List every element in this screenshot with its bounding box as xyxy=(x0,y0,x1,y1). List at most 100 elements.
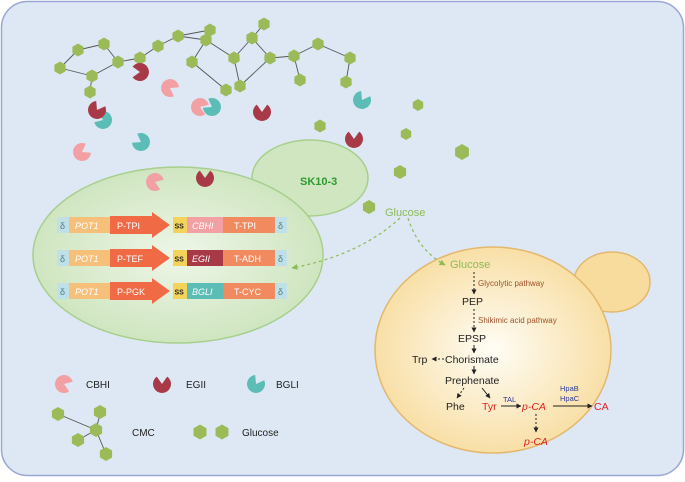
strain-label: SK10-3 xyxy=(300,176,337,188)
signal-sequence-label: SS xyxy=(175,257,185,264)
legend-cmc-unit xyxy=(71,433,85,447)
legend-cbhi-icon xyxy=(55,375,73,394)
epsp-node: EPSP xyxy=(458,333,486,345)
glucose-molecule xyxy=(314,119,326,133)
cmc-unit xyxy=(152,39,164,53)
egii-enzyme xyxy=(88,101,107,119)
terminator-label: T-ADH xyxy=(234,254,261,264)
delta-right-block xyxy=(275,217,287,233)
gene-label: BGLI xyxy=(192,287,213,297)
cmc-unit xyxy=(54,61,66,75)
cmc-unit xyxy=(172,29,184,43)
enzymes xyxy=(73,62,372,192)
glucose-molecule xyxy=(400,128,412,140)
cmc-unit xyxy=(84,85,96,99)
gene-label: EGII xyxy=(192,254,211,264)
uptake-arrow-right xyxy=(407,217,446,266)
glucose-molecule xyxy=(393,165,407,179)
signal-sequence-block xyxy=(173,283,187,299)
legend-cmc-bond xyxy=(57,413,97,431)
delta-right-label: δ xyxy=(278,221,283,231)
gene-block xyxy=(187,250,223,266)
tyr-arrow xyxy=(481,387,491,399)
promoter-arrow xyxy=(110,245,170,271)
terminator-block xyxy=(223,250,275,266)
bgli-enzyme xyxy=(132,132,150,151)
terminator-block xyxy=(223,217,275,233)
marker-label: POT1 xyxy=(75,254,99,264)
cmc-unit xyxy=(228,51,240,65)
cmc-unit xyxy=(312,37,324,51)
signal-sequence-block xyxy=(173,250,187,266)
prephenate-node: Prephenate xyxy=(445,375,499,387)
signal-sequence-block xyxy=(173,217,187,233)
legend-bgli-label: BGLI xyxy=(276,380,299,391)
legend-cmc-unit xyxy=(99,447,113,461)
legend-egii-label: EGII xyxy=(186,380,206,391)
legend-glucose-label: Glucose xyxy=(242,428,279,439)
egii-enzyme xyxy=(345,131,364,148)
legend-cmc-unit xyxy=(51,407,65,421)
cmc-unit xyxy=(112,55,124,69)
cmc-unit xyxy=(134,51,146,65)
legend-egii-icon xyxy=(153,376,172,393)
egii-enzyme xyxy=(196,170,214,187)
cmc-unit xyxy=(246,31,258,45)
promoter-arrow xyxy=(110,278,170,304)
signal-sequence-label: SS xyxy=(175,290,185,297)
cmc-unit xyxy=(186,55,198,69)
delta-right-label: δ xyxy=(278,287,283,297)
promoter-label: P-TPI xyxy=(117,221,140,231)
pathway-glucose: Glucose xyxy=(450,259,490,271)
cmc-unit xyxy=(220,83,232,97)
metabolic-pathway: Glucose Glycolytic pathway PEP Shikimic … xyxy=(412,259,609,448)
yeast-body xyxy=(374,246,612,454)
cbhi-enzyme xyxy=(73,142,91,161)
egii-enzyme xyxy=(132,62,149,81)
hpac-label: HpaC xyxy=(560,394,580,403)
legend: CBHI EGII BGLI CMC Glucose xyxy=(51,375,299,461)
legend-cmc-unit xyxy=(89,423,103,437)
marker-label: POT1 xyxy=(75,287,99,297)
egii-enzyme xyxy=(253,104,271,121)
cmc-unit xyxy=(234,79,246,93)
glucose-label: Glucose xyxy=(385,207,425,219)
cmc-unit xyxy=(98,37,110,51)
gene-label: CBHI xyxy=(192,221,214,231)
cmc-unit xyxy=(294,73,306,87)
cmc-bond xyxy=(191,61,227,91)
tyr-node: Tyr xyxy=(482,401,497,413)
cmc-unit xyxy=(344,51,356,65)
marker-label: POT1 xyxy=(75,221,99,231)
legend-cmc-unit xyxy=(93,405,107,419)
free-glucose xyxy=(314,99,469,214)
trp-node: Trp xyxy=(412,354,428,366)
cbhi-enzyme xyxy=(161,79,179,98)
delta-left-label: δ xyxy=(60,254,65,264)
terminator-block xyxy=(223,283,275,299)
terminator-label: T-CYC xyxy=(234,287,262,297)
delta-left-block xyxy=(57,250,69,266)
bgli-enzyme xyxy=(353,91,372,109)
pca-node: p-CA xyxy=(521,401,546,413)
cbhi-enzyme xyxy=(191,98,209,117)
cmc-unit xyxy=(258,17,270,31)
cmc-unit xyxy=(288,49,300,63)
pot1-block xyxy=(69,283,110,299)
cmc-unit xyxy=(204,23,216,37)
delta-left-block xyxy=(57,217,69,233)
cmc-network xyxy=(54,17,356,99)
glucose-uptake-arrows xyxy=(291,217,446,270)
glucose-molecule xyxy=(412,99,424,111)
hpab-label: HpaB xyxy=(560,384,579,393)
delta-right-block xyxy=(275,283,287,299)
pot1-block xyxy=(69,217,110,233)
cmc-unit xyxy=(340,75,352,89)
cbhi-enzyme xyxy=(146,173,164,192)
yeast-cell xyxy=(374,246,651,454)
cmc-unit xyxy=(86,69,98,83)
